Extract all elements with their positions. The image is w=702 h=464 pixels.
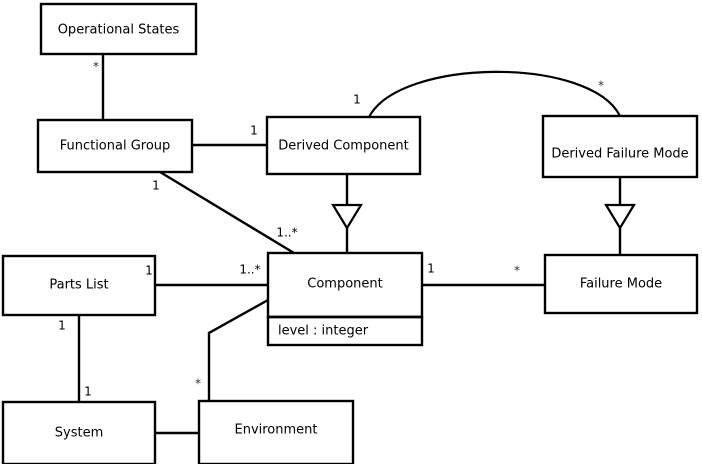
multiplicity-functional-group-diagonal: 1 (152, 179, 160, 193)
class-functional-group[interactable]: Functional Group (36, 118, 194, 174)
class-box-environment[interactable] (197, 399, 355, 464)
association-derived-component-derived-failure-mode[interactable] (368, 70, 621, 118)
class-attribute-component-level: level : integer (278, 324, 369, 339)
class-box-functional-group[interactable] (36, 118, 194, 174)
multiplicity-derived-failure-mode-curve: * (598, 79, 604, 93)
class-derived-component[interactable]: Derived Component (265, 115, 422, 176)
class-failure-mode[interactable]: Failure Mode (543, 253, 699, 315)
class-name-component: Component (307, 277, 382, 292)
class-parts-list[interactable]: Parts List (1, 254, 157, 317)
class-name-system: System (55, 426, 103, 441)
class-system[interactable]: System (1, 400, 157, 464)
class-box-derived-component[interactable] (265, 115, 422, 176)
class-environment[interactable]: Environment (197, 399, 355, 464)
multiplicity-operational-states-end: * (93, 60, 99, 74)
multiplicity-component-right: 1 (427, 262, 435, 276)
class-component[interactable]: Component level : integer (266, 251, 424, 347)
class-name-parts-list: Parts List (49, 278, 108, 293)
class-operational-states[interactable]: Operational States (39, 2, 198, 56)
generalizations-layer (331, 174, 636, 255)
multiplicity-functional-group-right: 1 (250, 124, 258, 138)
generalization-triangle-icon-derived-failure-mode (604, 203, 636, 231)
class-box-component[interactable] (266, 251, 424, 319)
association-component-environment[interactable] (207, 298, 269, 401)
multiplicity-environment-top: * (195, 377, 201, 391)
multiplicity-failure-mode-left: * (514, 264, 520, 278)
association-functional-group-component[interactable] (159, 170, 295, 255)
multiplicity-component-left: 1..* (239, 263, 260, 277)
class-name-derived-component: Derived Component (278, 139, 409, 154)
multiplicity-component-diagonal: 1..* (276, 226, 297, 240)
class-name-derived-failure-mode: Derived Failure Mode (551, 147, 688, 162)
class-box-operational-states[interactable] (39, 2, 198, 56)
multiplicity-labels-layer: * 1 * 1 1 1..* 1 1..* 1 * 1 1 * (58, 60, 604, 399)
class-box-derived-failure-mode[interactable] (541, 114, 699, 179)
class-name-environment: Environment (234, 423, 317, 438)
multiplicity-parts-list-bottom: 1 (58, 319, 66, 333)
associations-layer (77, 54, 621, 435)
multiplicity-derived-component-curve: 1 (353, 93, 361, 107)
class-attributes-compartment-component[interactable] (266, 315, 424, 347)
class-name-failure-mode: Failure Mode (580, 277, 662, 292)
class-box-system[interactable] (1, 400, 157, 464)
class-name-operational-states: Operational States (58, 23, 180, 38)
class-box-parts-list[interactable] (1, 254, 157, 317)
multiplicity-system-top: 1 (84, 385, 92, 399)
multiplicity-parts-list-right: 1 (145, 264, 153, 278)
class-box-failure-mode[interactable] (543, 253, 699, 315)
class-name-functional-group: Functional Group (60, 139, 171, 154)
generalization-triangle-icon-derived-component (331, 203, 363, 231)
class-derived-failure-mode[interactable]: Derived Failure Mode (541, 114, 699, 179)
